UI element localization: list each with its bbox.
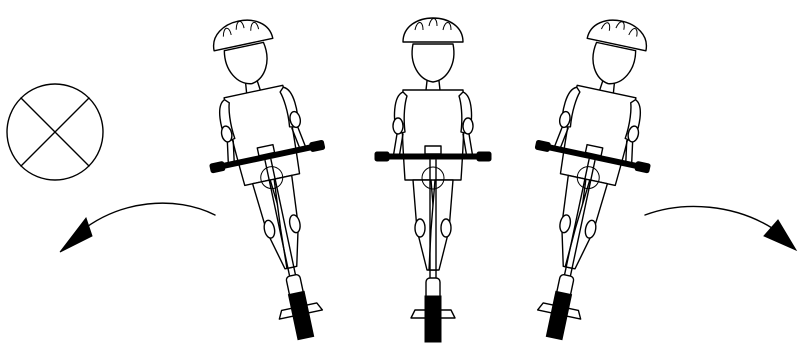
rider-upright — [375, 18, 491, 342]
arrow-right-icon — [645, 206, 796, 250]
arrow-left-icon — [60, 203, 215, 252]
rider-lean-left — [182, 9, 363, 350]
rider-lean-right — [497, 9, 678, 350]
prohibition-circle-icon — [7, 84, 103, 180]
